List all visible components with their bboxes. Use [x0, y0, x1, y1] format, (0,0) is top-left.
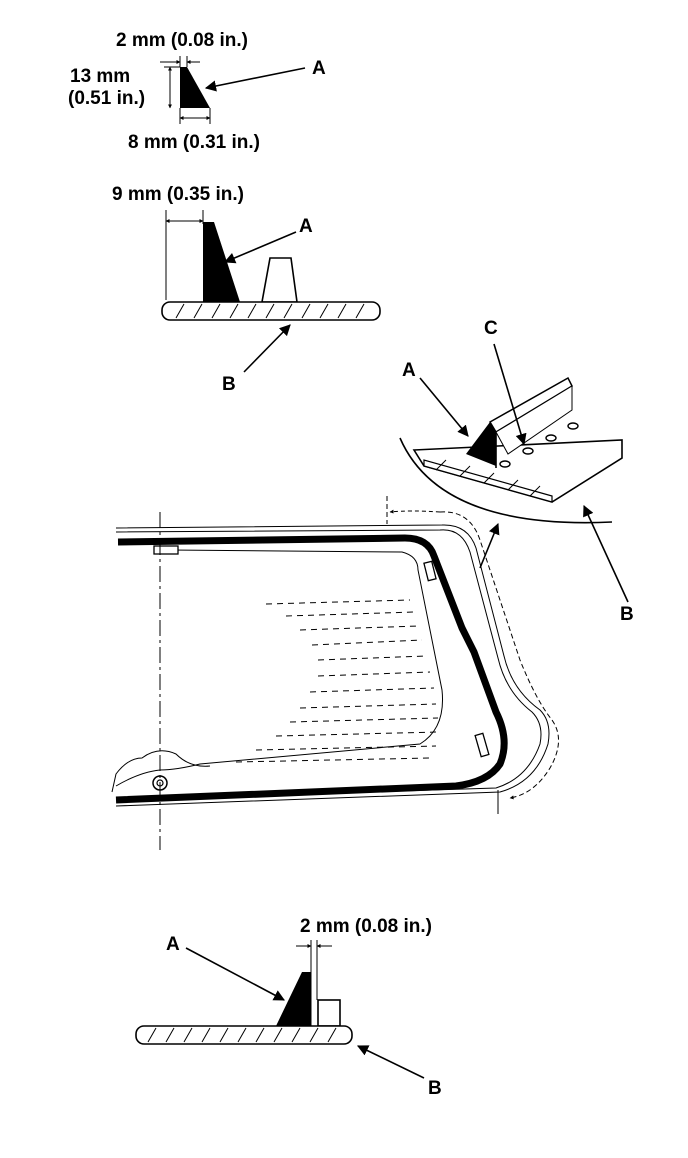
callout-a-label: A — [312, 58, 326, 79]
dam-offset-label: 9 mm (0.35 in.) — [112, 184, 244, 205]
fastener-holes — [499, 422, 579, 468]
glass-edge — [161, 301, 381, 321]
detail-dam-placement-2mm: 2 mm (0.08 in.) A B — [135, 916, 442, 1099]
dam-height-label-line2: (0.51 in.) — [68, 88, 145, 109]
callout-c-label: C — [484, 318, 498, 339]
dam-base-width-label: 8 mm (0.31 in.) — [128, 132, 260, 153]
dam-top-width-label: 2 mm (0.08 in.) — [116, 30, 248, 51]
detail-dam-profile: 2 mm (0.08 in.) 13 mm (0.51 in.) 8 mm (0… — [68, 30, 326, 153]
dam-wall — [466, 422, 496, 466]
spacer-block — [153, 545, 179, 555]
callout-a-label: A — [166, 934, 180, 955]
callout-b-label: B — [222, 374, 236, 395]
spacer-block — [423, 560, 437, 582]
dam-shape — [203, 222, 240, 302]
callout-a-label: A — [402, 360, 416, 381]
dam-gap-label: 2 mm (0.08 in.) — [300, 916, 432, 937]
dam-height-label-line1: 13 mm — [70, 66, 130, 87]
dam-profile-shape — [180, 67, 210, 108]
dam-shape — [276, 972, 311, 1026]
spacer-block — [317, 999, 341, 1027]
callout-a-label: A — [299, 216, 313, 237]
rear-window-overview — [111, 496, 559, 850]
spacer-block — [474, 732, 490, 758]
callout-b-label: B — [428, 1078, 442, 1099]
fastener-outline — [261, 257, 298, 303]
callout-b-label: B — [620, 604, 634, 625]
detail-perspective-closeup: A C B — [399, 318, 634, 625]
glass-edge — [135, 1025, 353, 1045]
detail-dam-placement-9mm: 9 mm (0.35 in.) A B — [112, 184, 381, 395]
